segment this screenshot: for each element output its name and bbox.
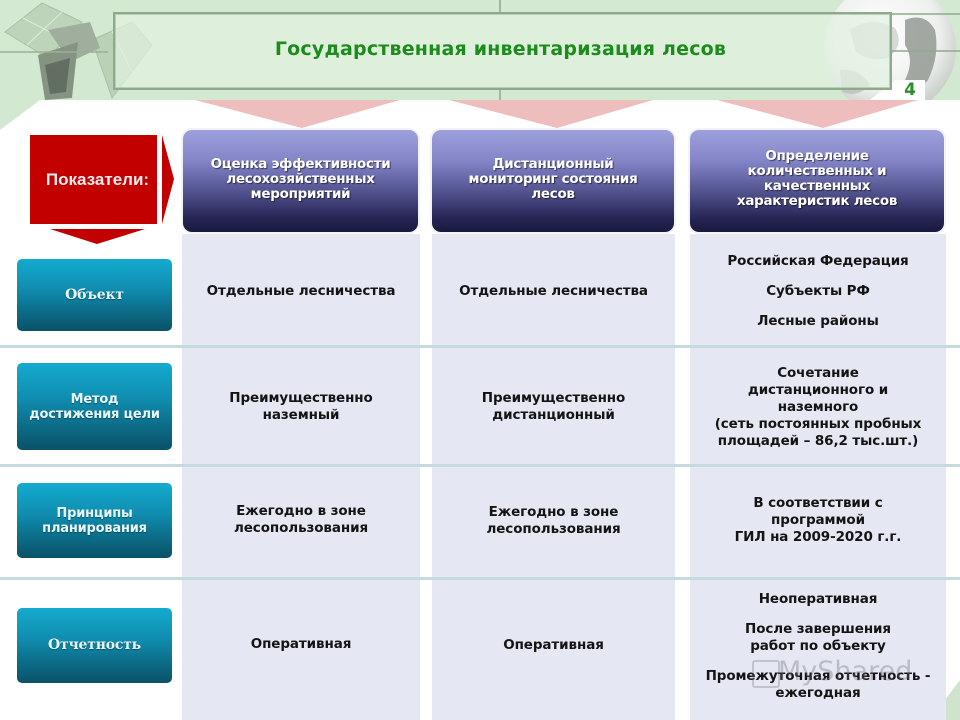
arrow-down-1 [195, 100, 400, 128]
cell-text: Оперативная [503, 637, 604, 653]
column-header-line: Определение [765, 148, 869, 164]
column-header-line: характеристик лесов [736, 193, 898, 209]
cell-text: Сочетание [777, 364, 859, 381]
column-header-line: мониторинг состояния [468, 170, 638, 187]
cell-text: Промежуточная отчетность - [705, 668, 931, 684]
cell-text: наземный [262, 407, 340, 423]
indicators-label: Показатели: [45, 169, 150, 189]
cell-paragraph: Ежегодно в зоне лесопользования [486, 504, 620, 538]
cell-text: работ по объекту [750, 638, 886, 654]
table-cell: Оперативная [182, 581, 420, 720]
row-label-method: Метод достижения цели [17, 363, 172, 450]
cell-text: дистанционного и [747, 381, 889, 398]
cell-paragraph: Ежегодно в зоне лесопользования [234, 503, 368, 537]
table-cell: Преимущественно наземный [182, 349, 420, 465]
cell-paragraph: Оперативная [503, 637, 604, 654]
cell-text: ежегодная [775, 685, 861, 701]
row-separator [0, 345, 960, 348]
column-background-2 [432, 234, 675, 720]
row-label-line: Метод [70, 391, 119, 407]
cell-paragraph: Неоперативная [759, 591, 878, 608]
cell-text: Субъекты РФ [766, 282, 870, 299]
row-label-line: достижения цели [29, 406, 160, 422]
cell-text: Преимущественно [481, 390, 626, 406]
cell-paragraph: Отдельные лесничества [459, 283, 648, 300]
cell-paragraph: Преимущественно наземный [229, 390, 373, 424]
table-cell: В соответствии с программой ГИЛ на 2009-… [690, 468, 946, 578]
cell-text: В соответствии с [753, 494, 883, 511]
cell-text: лесопользования [233, 520, 369, 536]
column-header-line: лесохозяйственных [226, 170, 375, 187]
column-background-1 [182, 234, 420, 720]
cell-paragraph: В соответствии с программой ГИЛ на 2009-… [735, 495, 902, 546]
cell-paragraph: После завершения работ по объекту [745, 621, 891, 655]
cell-text: После завершения [745, 621, 891, 637]
row-label-object: Объект [17, 259, 172, 331]
row-separator [0, 464, 960, 467]
column-header-efficiency: Оценка эффективности лесохозяйственных м… [183, 130, 418, 232]
cell-text: ГИЛ на 2009-2020 г.г. [734, 528, 902, 545]
title-frame [113, 12, 892, 90]
cell-paragraph: Лесные районы [757, 313, 879, 330]
column-header-line: Оценка эффективности [210, 155, 391, 172]
cell-text: площадей – 86,2 тыс.шт.) [717, 432, 919, 449]
row-separator [0, 577, 960, 580]
column-background-3 [690, 234, 946, 720]
arrow-right-icon [162, 135, 174, 224]
watermark-logo-icon [752, 660, 780, 688]
table-cell: Оперативная [432, 581, 675, 720]
table-cell: Российская Федерация Субъекты РФ Лесные … [690, 236, 946, 346]
cell-text: Преимущественно [229, 390, 373, 406]
row-label-line: Объект [65, 286, 124, 303]
table-cell: Ежегодно в зоне лесопользования [182, 468, 420, 578]
row-label-reporting: Отчетность [17, 608, 172, 683]
column-header-line: Дистанционный [492, 155, 614, 172]
cell-paragraph: Сочетание дистанционного и наземного (се… [715, 365, 922, 450]
column-header-remote-monitoring: Дистанционный мониторинг состояния лесов [432, 130, 674, 232]
cell-text: Ежегодно в зоне [236, 503, 366, 519]
column-header-characteristics: Определение количественных и качественны… [690, 130, 944, 232]
watermark: MyShared [778, 656, 913, 687]
arrow-down-3 [717, 100, 918, 128]
row-label-line: Отчетность [48, 637, 141, 653]
table-cell: Ежегодно в зоне лесопользования [432, 468, 675, 578]
arrow-down-2 [449, 100, 653, 128]
page-title: Государственная инвентаризация лесов [274, 38, 727, 60]
slide-number: 4 [904, 80, 916, 100]
cell-text: Отдельные лесничества [206, 282, 396, 299]
cell-paragraph: Отдельные лесничества [207, 283, 396, 300]
cell-text: Оперативная [250, 636, 352, 652]
cell-text: Лесные районы [757, 312, 879, 329]
column-header-line: количественных и [747, 163, 887, 179]
cell-text: (сеть постоянных пробных [714, 415, 922, 432]
cell-text: Ежегодно в зоне [488, 504, 619, 520]
row-label-line: планирования [42, 520, 147, 536]
indicators-box: Показатели: [30, 135, 157, 224]
cell-paragraph: Оперативная [251, 636, 352, 653]
column-header-line: мероприятий [250, 185, 351, 202]
cell-paragraph: Субъекты РФ [766, 283, 870, 300]
cell-text: Российская Федерация [727, 252, 909, 269]
row-label-planning: Принципы планирования [17, 483, 172, 558]
column-header-line: лесов [531, 185, 575, 202]
arrow-down-icon [50, 229, 145, 244]
cell-text: лесопользования [486, 521, 621, 537]
cell-text: наземного [777, 398, 859, 415]
cell-paragraph: Российская Федерация [727, 253, 908, 270]
table-cell: Преимущественно дистанционный [432, 349, 675, 465]
cell-text: Неоперативная [758, 591, 878, 607]
table-cell: Сочетание дистанционного и наземного (се… [690, 349, 946, 465]
cell-paragraph: Преимущественно дистанционный [481, 390, 626, 424]
cell-text: программой [771, 511, 865, 528]
table-cell: Отдельные лесничества [182, 236, 420, 346]
cell-text: Отдельные лесничества [459, 282, 648, 299]
table-cell: Отдельные лесничества [432, 236, 675, 346]
column-header-line: качественных [763, 178, 871, 194]
cell-paragraph: Промежуточная отчетность - ежегодная [706, 668, 931, 702]
row-label-line: Принципы [56, 505, 133, 521]
table-cell: Неоперативная После завершения работ по … [690, 581, 946, 720]
cell-text: дистанционный [492, 407, 615, 423]
